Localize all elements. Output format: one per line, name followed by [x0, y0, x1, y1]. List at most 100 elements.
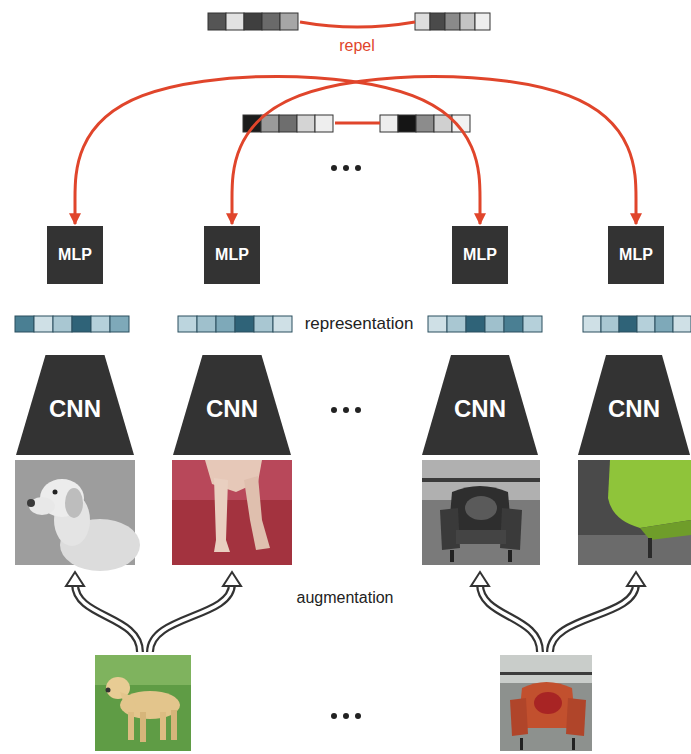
vector-cell — [34, 316, 53, 332]
vector-cell — [415, 13, 430, 30]
vector-cell — [110, 316, 129, 332]
cnn-label: CNN — [454, 395, 506, 423]
vector-cell — [72, 316, 91, 332]
augmented-image — [422, 460, 540, 565]
arrow-shaft — [150, 584, 232, 652]
vector-cell — [279, 115, 297, 132]
railing — [500, 672, 592, 675]
vector-cell — [380, 115, 398, 132]
mlp-box: MLP — [47, 226, 103, 284]
mlp-label: MLP — [58, 246, 92, 264]
dog-neck — [120, 692, 136, 706]
chair-arm — [566, 698, 586, 736]
chair-leg — [508, 550, 512, 562]
dog-leg — [244, 476, 270, 550]
arrow-shaft — [75, 584, 140, 652]
photo-background — [172, 460, 292, 500]
augmented-image — [15, 460, 140, 571]
source-image — [95, 655, 191, 751]
vector-cell — [673, 316, 691, 332]
cnn-encoder: CNN — [422, 355, 538, 455]
vector-cell — [15, 316, 34, 332]
vector-cell — [475, 13, 490, 30]
vector-cell — [601, 316, 619, 332]
vector-cell — [447, 316, 466, 332]
mlp-label: MLP — [619, 246, 653, 264]
dog-ear — [65, 488, 83, 518]
vector-cell — [280, 13, 298, 30]
dog-nose — [106, 688, 111, 693]
dog-leg — [140, 712, 146, 742]
dot — [355, 165, 361, 171]
photo-background — [578, 460, 691, 565]
trapezoid-fill — [16, 355, 134, 455]
arrow-shaft — [550, 584, 636, 652]
vector-cell — [273, 316, 292, 332]
cushion — [534, 692, 562, 714]
cnn-encoder: CNN — [578, 355, 690, 455]
vector-cell — [637, 316, 655, 332]
repel-arrow — [75, 76, 480, 224]
photo-background — [500, 655, 592, 751]
vector-cell — [428, 316, 447, 332]
vector-cell — [226, 13, 244, 30]
photo-background — [95, 655, 191, 751]
cnn-label: CNN — [49, 395, 101, 423]
mlp-label: MLP — [215, 246, 249, 264]
cushion — [465, 496, 497, 520]
arrow-head — [627, 572, 645, 586]
dot — [331, 713, 337, 719]
vector-cell — [91, 316, 110, 332]
vector-cell — [445, 13, 460, 30]
vector-cell — [216, 316, 235, 332]
photo-background — [500, 655, 592, 683]
mlp-box: MLP — [608, 226, 664, 284]
ellipsis-dots — [331, 165, 361, 719]
repel-arrow — [232, 76, 636, 224]
cnn-label: CNN — [206, 395, 258, 423]
projection-vector — [243, 115, 470, 132]
arrow-shaft — [480, 584, 540, 652]
augmented-image — [578, 460, 691, 565]
arrow-shaft — [75, 584, 140, 652]
arrow-head — [66, 572, 84, 586]
dot — [343, 165, 349, 171]
representation-label: representation — [305, 314, 414, 334]
dot — [355, 713, 361, 719]
trapezoid-fill — [422, 355, 538, 455]
arrow-shaft — [550, 584, 636, 652]
dot — [343, 407, 349, 413]
vector-cell — [178, 316, 197, 332]
augmentation-label: augmentation — [297, 589, 394, 607]
repel-line — [335, 122, 380, 125]
vector-cell — [485, 316, 504, 332]
repel-label: repel — [339, 37, 375, 55]
chair-leg — [520, 738, 523, 750]
chair-body — [640, 520, 691, 540]
dot — [343, 713, 349, 719]
vector-cell — [315, 115, 333, 132]
cnn-label: CNN — [608, 395, 660, 423]
chair-body — [608, 460, 691, 528]
vector-cell — [619, 316, 637, 332]
railing — [422, 478, 540, 482]
chair-leg — [648, 538, 652, 558]
dog-leg — [160, 712, 166, 740]
photo-background — [422, 460, 540, 565]
augmented-image — [172, 460, 292, 565]
projection-vector — [208, 13, 490, 30]
vector-cell — [197, 316, 216, 332]
vector-cell — [254, 316, 273, 332]
mlp-label: MLP — [463, 246, 497, 264]
chair-leg — [450, 550, 454, 562]
chair-arm — [510, 698, 528, 736]
photo-background — [172, 460, 292, 565]
vector-cell — [208, 13, 226, 30]
chair-seat — [456, 530, 506, 544]
dot — [331, 165, 337, 171]
dog-leg — [128, 712, 134, 740]
dog-eye — [53, 490, 58, 495]
vector-cell — [416, 115, 434, 132]
vector-cell — [244, 13, 262, 30]
vector-cell — [430, 13, 445, 30]
